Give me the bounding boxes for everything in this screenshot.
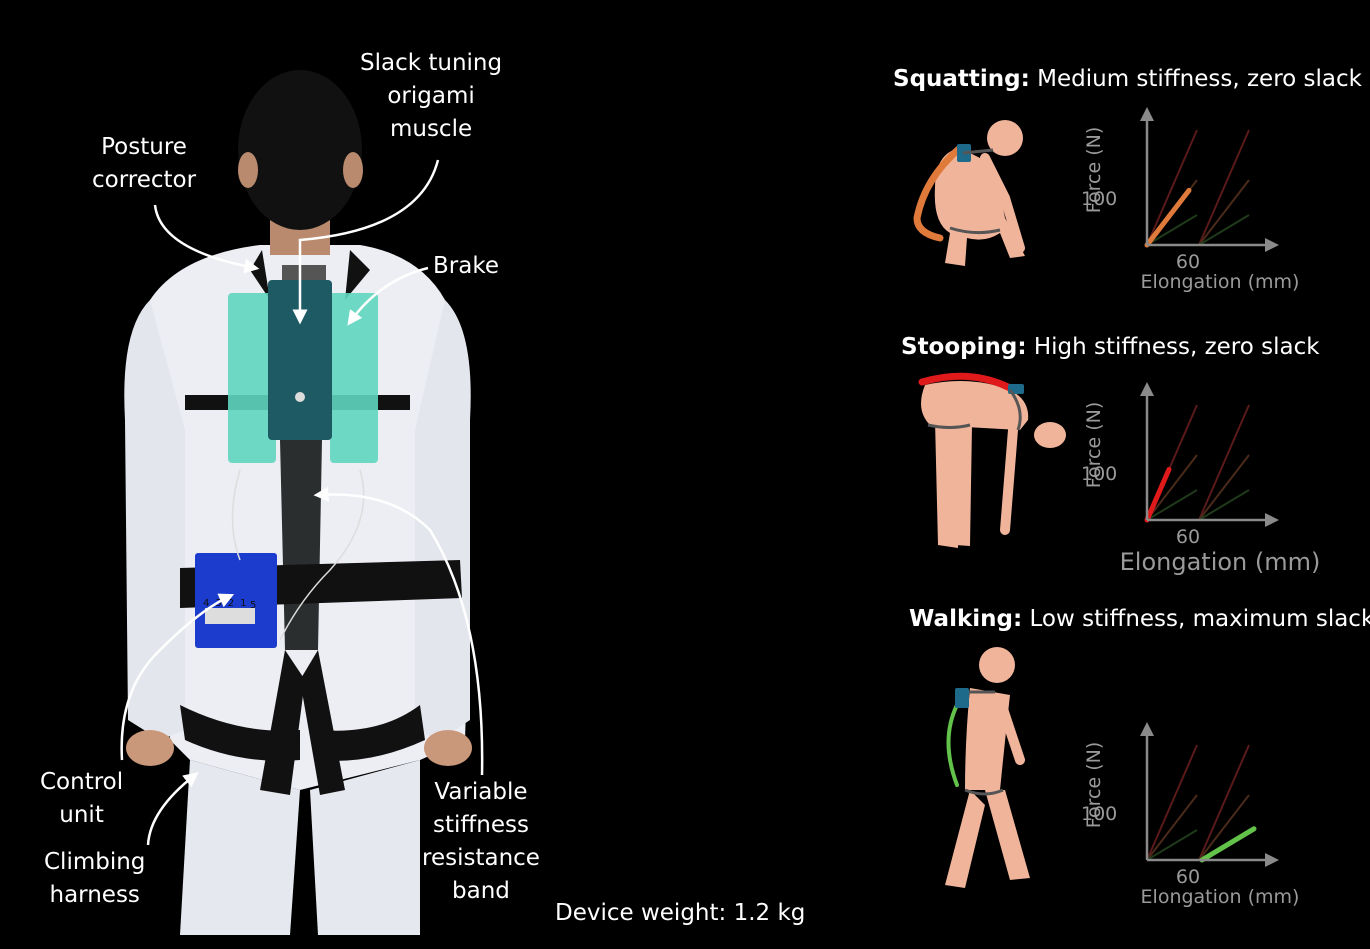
state-title-walking: Walking: Low stiffness, maximum slack xyxy=(909,606,1370,632)
callout-variable-band: Variable stiffness resistance band xyxy=(422,779,540,904)
arrow-variable-band xyxy=(313,486,484,776)
state-title-stooping: Stooping: High stiffness, zero slack xyxy=(901,334,1320,360)
y-axis-label: Force (N) xyxy=(1083,742,1105,828)
reference-line xyxy=(1198,744,1250,861)
active-stiffness-line xyxy=(1144,466,1172,523)
reference-line xyxy=(1146,489,1198,521)
reference-line xyxy=(1198,404,1250,521)
callout-control-unit: Control unit xyxy=(40,769,124,828)
tile-4: 4 xyxy=(203,598,216,609)
x-tick-label: 60 xyxy=(1176,866,1200,888)
reference-line xyxy=(1146,829,1198,861)
x-axis-label: Elongation (mm) xyxy=(1141,271,1300,293)
reference-line xyxy=(1146,744,1198,861)
reference-line xyxy=(1198,454,1250,521)
stooping-figure-icon xyxy=(918,372,1066,548)
y-axis-label: Force (N) xyxy=(1083,127,1105,213)
x-axis-arrow xyxy=(1265,513,1279,527)
arrow-posture-corrector xyxy=(153,204,260,274)
reference-line xyxy=(1146,454,1198,521)
reference-line xyxy=(1198,794,1250,861)
reference-line xyxy=(1198,179,1250,246)
y-axis-arrow xyxy=(1140,382,1154,396)
x-tick-label: 60 xyxy=(1176,251,1200,273)
tile-1: 1 xyxy=(240,598,253,609)
active-stiffness-line xyxy=(1144,187,1192,248)
arrow-slack-tuning xyxy=(292,159,440,325)
walking-figure-icon xyxy=(945,647,1030,888)
arrow-climbing-harness xyxy=(146,772,199,846)
reference-line xyxy=(1198,129,1250,246)
reference-line xyxy=(1198,214,1250,246)
state-name-squatting: Squatting: xyxy=(893,66,1030,92)
state-desc-squatting: Medium stiffness, zero slack xyxy=(1029,66,1362,92)
callout-brake: Brake xyxy=(433,253,499,279)
arrow-control-unit xyxy=(120,593,235,761)
callout-arrows xyxy=(120,159,484,846)
y-tick-label: 100 xyxy=(1081,803,1117,825)
state-desc-stooping: High stiffness, zero slack xyxy=(1026,334,1320,360)
y-axis-arrow xyxy=(1140,107,1154,121)
state-title-squatting: Squatting: Medium stiffness, zero slack xyxy=(893,66,1362,92)
reference-line xyxy=(1146,794,1198,861)
callout-slack-tuning: Slack tuning origami muscle xyxy=(360,50,503,142)
reference-line xyxy=(1146,214,1198,246)
right-brake-actuator xyxy=(330,293,378,463)
active-stiffness-line xyxy=(1199,826,1257,863)
callout-climbing-harness: Climbing harness xyxy=(44,849,146,908)
control-unit-tile-5: 5 xyxy=(250,600,257,611)
squatting-figure-icon xyxy=(913,120,1025,266)
device-weight-label: Device weight: 1.2 kg xyxy=(555,900,806,926)
control-unit-box xyxy=(195,553,277,648)
exosuit-photo-illustration xyxy=(124,70,472,935)
reference-line xyxy=(1146,129,1198,246)
x-axis-arrow xyxy=(1265,853,1279,867)
x-axis-label: Elongation (mm) xyxy=(1141,886,1300,908)
state-desc-walking: Low stiffness, maximum slack xyxy=(1022,606,1370,632)
y-tick-label: 100 xyxy=(1081,188,1117,210)
state-name-stooping: Stooping: xyxy=(901,334,1027,360)
state-name-walking: Walking: xyxy=(909,606,1023,632)
left-brake-actuator xyxy=(228,293,276,463)
arrow-brake xyxy=(347,266,429,326)
reference-line xyxy=(1198,489,1250,521)
x-tick-label: 60 xyxy=(1176,526,1200,548)
callout-posture-corrector: Posture corrector xyxy=(92,134,197,193)
y-axis-arrow xyxy=(1140,722,1154,736)
x-axis-label: Elongation (mm) xyxy=(1120,548,1321,576)
y-axis-label: Force (N) xyxy=(1083,402,1105,488)
y-tick-label: 100 xyxy=(1081,463,1117,485)
x-axis-arrow xyxy=(1265,238,1279,252)
